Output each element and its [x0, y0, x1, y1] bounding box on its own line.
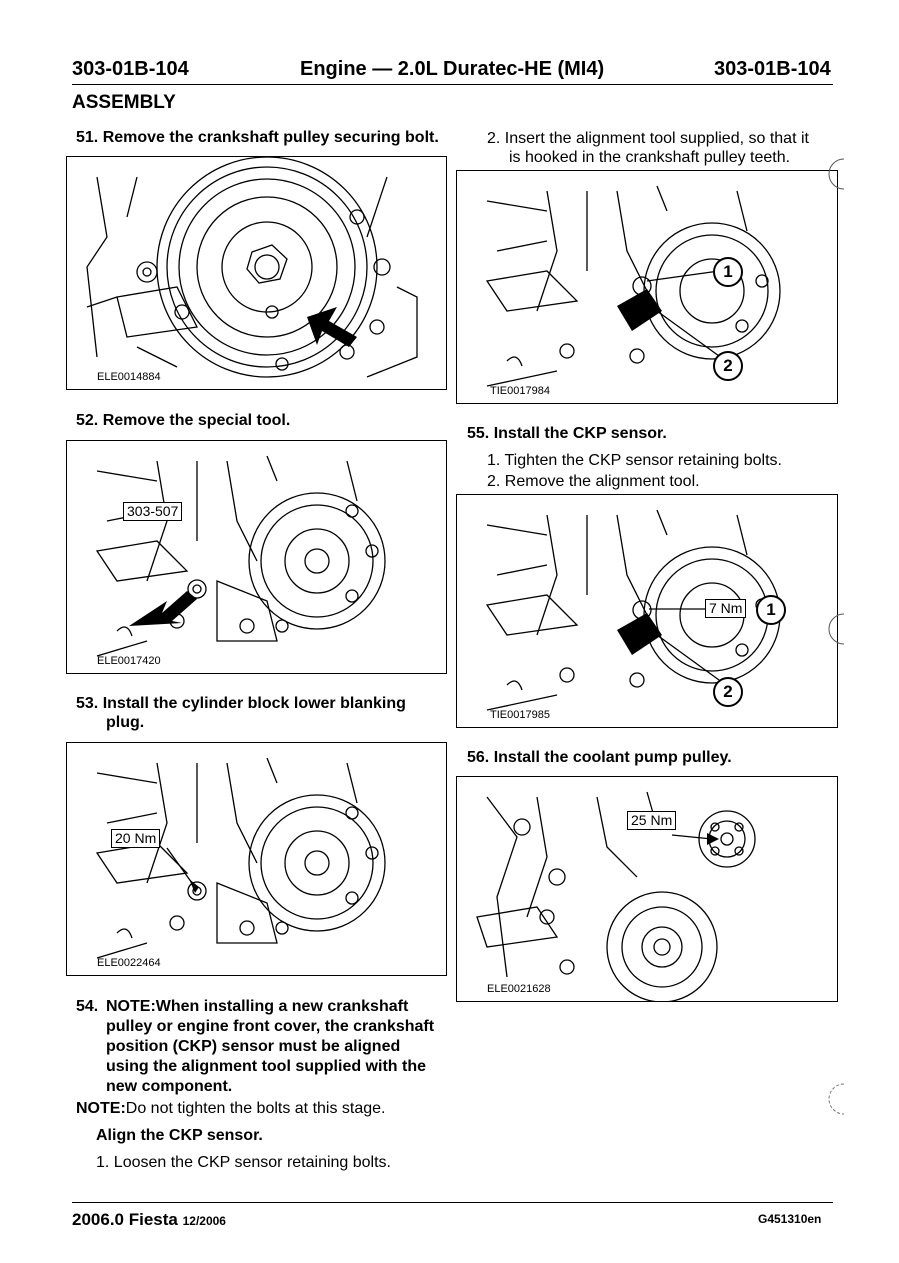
torque-label: 25 Nm	[627, 811, 677, 830]
tool-number-label: 303-507	[123, 502, 183, 521]
engine-illustration	[95, 455, 386, 657]
align-ckp-subheading: Align the CKP sensor.	[96, 1127, 263, 1144]
note-line: pulley or engine front cover, the cranks…	[106, 1018, 435, 1035]
callout-1: 1	[756, 595, 786, 625]
step-55-sub2: 2. Remove the alignment tool.	[487, 473, 700, 490]
note-line: using the alignment tool supplied with t…	[106, 1058, 426, 1075]
figure-id: TIE0017985	[490, 709, 550, 721]
step-number: 52.	[76, 412, 99, 429]
step-51: 51. Remove the crankshaft pulley securin…	[76, 128, 439, 148]
step-56: 56. Install the coolant pump pulley.	[467, 748, 732, 768]
step-text: Install the coolant pump pulley.	[493, 749, 732, 766]
footer-code: G451310en	[758, 1212, 822, 1226]
torque-label: 7 Nm	[705, 599, 747, 618]
footer-model-name: 2006.0 Fiesta	[72, 1210, 178, 1229]
binder-hole-mark	[828, 613, 845, 645]
step-55: 55. Install the CKP sensor.	[467, 424, 667, 444]
engine-illustration	[476, 791, 756, 1001]
substep-2-line2: is hooked in the crankshaft pulley teeth…	[509, 149, 791, 166]
substep-1: 1. Loosen the CKP sensor retaining bolts…	[96, 1154, 391, 1171]
header-title: Engine — 2.0L Duratec-HE (MI4)	[300, 58, 605, 80]
footer-rule	[72, 1202, 833, 1203]
note-text: Do not tighten the bolts at this stage.	[125, 1100, 386, 1117]
callout-1: 1	[713, 257, 743, 287]
binder-hole-mark	[828, 158, 845, 190]
figure-id: ELE0022464	[97, 957, 161, 969]
footer-date: 12/2006	[182, 1214, 226, 1228]
figure-id: ELE0021628	[487, 983, 551, 995]
figure-id: TIE0017984	[490, 385, 550, 397]
figure-alignment-tool: 1 2 TIE0017984	[456, 170, 838, 404]
callout-2: 2	[713, 677, 743, 707]
header-rule	[72, 84, 833, 85]
step-text: Remove the special tool.	[102, 412, 291, 429]
step-text: Remove the crankshaft pulley securing bo…	[102, 129, 439, 146]
note-prefix: NOTE:	[76, 1100, 126, 1117]
engine-illustration	[485, 185, 781, 387]
figure-coolant-pump-pulley: 25 Nm ELE0021628	[456, 776, 838, 1002]
figure-id: ELE0017420	[97, 655, 161, 667]
step-52: 52. Remove the special tool.	[76, 411, 290, 431]
step-54-note: NOTE:When installing a new crankshaft pu…	[106, 997, 446, 1097]
binder-hole-mark	[828, 1083, 845, 1115]
step-number: 53.	[76, 695, 99, 712]
note-line: NOTE:When installing a new crankshaft	[106, 998, 409, 1015]
footer-model: 2006.0 Fiesta 12/2006	[72, 1210, 226, 1230]
torque-label: 20 Nm	[111, 829, 161, 848]
step-number: 55.	[467, 425, 490, 442]
note-do-not-tighten: NOTE:Do not tighten the bolts at this st…	[76, 1099, 386, 1119]
step-53: 53. Install the cylinder block lower bla…	[76, 694, 406, 714]
section-title: ASSEMBLY	[72, 92, 176, 113]
figure-blanking-plug: 20 Nm ELE0022464	[66, 742, 447, 976]
figure-crankshaft-pulley-bolt: ELE0014884	[66, 156, 447, 390]
step-number: 56.	[467, 749, 490, 766]
header-left-code: 303-01B-104	[72, 58, 189, 80]
figure-id: ELE0014884	[97, 371, 161, 383]
note-line: position (CKP) sensor must be aligned	[106, 1038, 401, 1055]
engine-illustration	[95, 757, 386, 959]
step-54-number: 54.	[76, 998, 99, 1015]
engine-illustration	[86, 157, 418, 378]
header-right-code: 303-01B-104	[714, 58, 831, 80]
figure-remove-special-tool: 303-507 ELE0017420	[66, 440, 447, 674]
step-55-sub1: 1. Tighten the CKP sensor retaining bolt…	[487, 452, 782, 469]
step-text: Install the CKP sensor.	[493, 425, 667, 442]
note-line: new component.	[106, 1078, 233, 1095]
step-53-line2: plug.	[106, 714, 145, 731]
step-number: 51.	[76, 129, 99, 146]
callout-2: 2	[713, 351, 743, 381]
step-text: Install the cylinder block lower blankin…	[102, 695, 406, 712]
figure-install-ckp-sensor: 7 Nm 1 2 TIE0017985	[456, 494, 838, 728]
substep-2-line1: 2. Insert the alignment tool supplied, s…	[487, 130, 809, 147]
